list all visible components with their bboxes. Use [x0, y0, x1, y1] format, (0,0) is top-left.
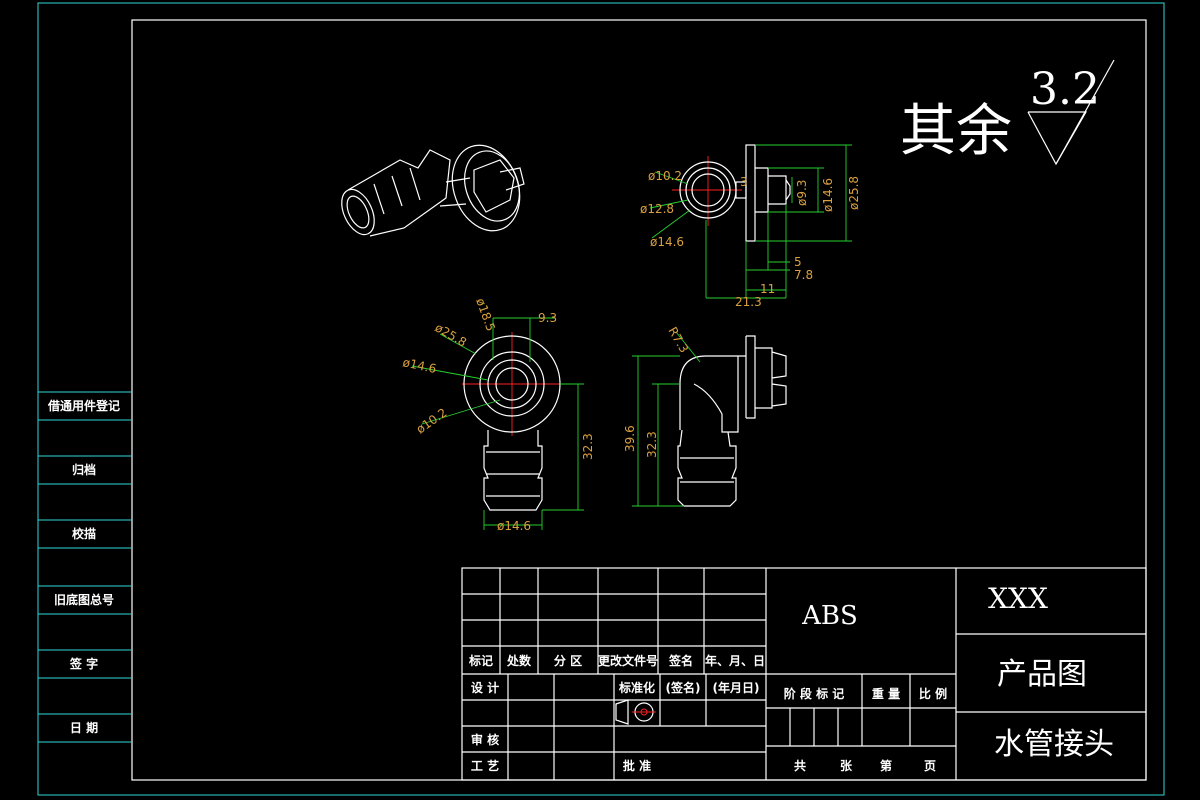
rev-header-3: 更改文件号	[598, 653, 658, 668]
dim-v5: 5	[794, 255, 802, 269]
sheet-no-label: 第	[880, 758, 892, 773]
ymd-label: (年月日)	[713, 680, 760, 695]
dim-d14-6d: ø14.6	[497, 519, 531, 533]
dim-v32-3b: 32.3	[645, 431, 659, 458]
front-view: ø18.5 9.3 ø25.8 ø14.6 ø10.2 32.3 ø14.6	[401, 296, 595, 533]
dim-v9-3: 9.3	[538, 311, 557, 325]
dim-d10-2a: ø10.2	[648, 169, 682, 183]
company-name: XXX	[988, 582, 1048, 615]
sheets-unit-label: 张	[840, 758, 853, 773]
rev-header-1: 处数	[506, 653, 532, 668]
dim-d18-5: ø18.5	[473, 296, 498, 333]
dim-v39-6: 39.6	[623, 425, 637, 452]
review-label: 审 核	[471, 732, 499, 747]
dim-r7-3: R7.3	[665, 325, 691, 356]
dim-v32-3a: 32.3	[581, 433, 595, 460]
design-label: 设 计	[471, 680, 499, 695]
roughness-label: 其余	[900, 99, 1012, 164]
drawing-type: 产品图	[997, 657, 1087, 692]
top-view: ø10.2 ø12.8 ø14.6 3 ø9.3 ø14.6 ø25.8 5 7…	[640, 144, 861, 309]
dim-d14-6a: ø14.6	[650, 235, 684, 249]
side-label-4: 签 字	[69, 656, 98, 671]
side-label-3: 旧底图总号	[54, 592, 114, 607]
side-label-0: 借通用件登记	[47, 398, 120, 413]
approve-label: 批 准	[623, 758, 651, 773]
dim-d12-8: ø12.8	[640, 202, 674, 216]
standardize-label: 标准化	[618, 680, 655, 695]
material: ABS	[801, 601, 858, 631]
roughness-value: 3.2	[1030, 64, 1100, 115]
side-label-1: 归档	[72, 462, 96, 477]
scale-label: 比 例	[919, 686, 947, 701]
page-label: 页	[924, 759, 936, 773]
dim-v7-8: 7.8	[794, 268, 813, 282]
stage-mark-label: 阶 段 标 记	[784, 686, 845, 701]
side-view: R7.3 39.6 32.3	[623, 325, 787, 507]
rev-header-0: 标记	[468, 653, 493, 668]
sign-name-label: (签名)	[666, 680, 701, 695]
side-register: 借通用件登记 归档 校描 旧底图总号 签 字 日 期	[38, 391, 132, 743]
isometric-view	[341, 144, 525, 237]
dim-d25-8b: ø25.8	[433, 320, 469, 349]
roughness-symbol: 其余 3.2	[900, 59, 1115, 166]
dim-v21-3: 21.3	[735, 295, 762, 309]
rev-header-4: 签名	[668, 653, 693, 668]
rev-header-5: 年、月、日	[705, 653, 765, 668]
title-block: 标记 处数 分 区 更改文件号 签名 年、月、日 设 计 标准化 (签名) (年…	[461, 567, 1147, 781]
dim-d10-2b: ø10.2	[414, 405, 450, 436]
dim-d14-6b: ø14.6	[821, 178, 835, 212]
dim-d9-3: ø9.3	[795, 180, 809, 206]
sheets-total-label: 共	[794, 758, 806, 773]
weight-label: 重 量	[872, 686, 900, 701]
dim-v3: 3	[740, 175, 748, 189]
dim-v11: 11	[760, 282, 775, 296]
side-label-2: 校描	[72, 526, 96, 541]
dim-d14-6c: ø14.6	[401, 355, 437, 376]
part-name: 水管接头	[994, 727, 1114, 762]
side-label-5: 日 期	[70, 720, 98, 735]
dim-d25-8a: ø25.8	[847, 176, 861, 210]
outer-frame	[37, 2, 1165, 796]
process-label: 工 艺	[471, 758, 499, 773]
rev-header-2: 分 区	[554, 653, 582, 668]
